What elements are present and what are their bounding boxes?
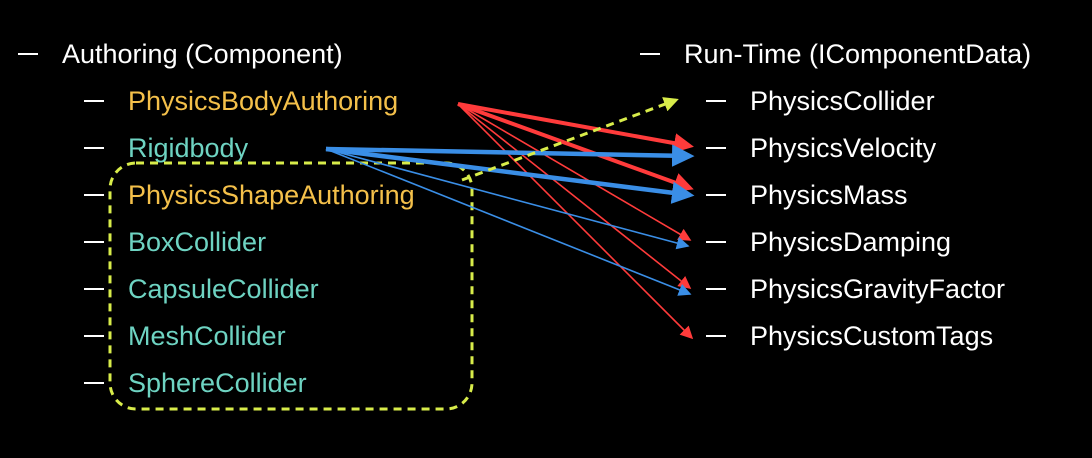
- edge-body-to-velocity: [457, 102, 694, 153]
- item-physics-collider: PhysicsCollider: [706, 81, 1086, 121]
- item-sphere-collider: SphereCollider: [84, 363, 464, 403]
- item-rigidbody: Rigidbody: [84, 128, 464, 168]
- bullet-dash: [706, 335, 726, 337]
- runtime-heading-label: Run-Time (IComponentData): [684, 39, 1032, 69]
- item-physics-body-authoring: PhysicsBodyAuthoring: [84, 81, 464, 121]
- bullet-dash: [18, 53, 38, 55]
- item-label: MeshCollider: [128, 321, 286, 351]
- item-label: CapsuleCollider: [128, 274, 319, 304]
- authoring-heading: Authoring (Component): [18, 34, 398, 74]
- bullet-dash: [84, 241, 104, 243]
- item-box-collider: BoxCollider: [84, 222, 464, 262]
- item-physics-mass: PhysicsMass: [706, 175, 1086, 215]
- item-label: SphereCollider: [128, 368, 307, 398]
- item-capsule-collider: CapsuleCollider: [84, 269, 464, 309]
- bullet-dash: [706, 100, 726, 102]
- edge-body-to-custom-tags: [457, 103, 694, 340]
- edge-body-to-mass: [457, 102, 694, 192]
- item-physics-shape-authoring: PhysicsShapeAuthoring: [84, 175, 464, 215]
- item-physics-gravity-factor: PhysicsGravityFactor: [706, 269, 1086, 309]
- edge-body-to-gravity: [457, 103, 692, 289]
- edge-colliders-to-physics-collider: [461, 97, 679, 182]
- authoring-heading-label: Authoring (Component): [62, 39, 343, 69]
- item-label: PhysicsShapeAuthoring: [128, 180, 415, 210]
- runtime-heading: Run-Time (IComponentData): [640, 34, 1080, 74]
- bullet-dash: [84, 382, 104, 384]
- bullet-dash: [706, 288, 726, 290]
- item-physics-damping: PhysicsDamping: [706, 222, 1086, 262]
- bullet-dash: [84, 100, 104, 102]
- item-physics-custom-tags: PhysicsCustomTags: [706, 316, 1086, 356]
- bullet-dash: [640, 53, 660, 55]
- item-label: PhysicsGravityFactor: [750, 274, 1006, 304]
- bullet-dash: [84, 288, 104, 290]
- bullet-dash: [706, 194, 726, 196]
- item-label: BoxCollider: [128, 227, 267, 257]
- item-mesh-collider: MeshCollider: [84, 316, 464, 356]
- item-label: PhysicsCustomTags: [750, 321, 994, 351]
- item-label: Rigidbody: [128, 133, 249, 163]
- item-label: PhysicsMass: [750, 180, 908, 210]
- item-physics-velocity: PhysicsVelocity: [706, 128, 1086, 168]
- bullet-dash: [84, 335, 104, 337]
- bullet-dash: [706, 241, 726, 243]
- item-label: PhysicsVelocity: [750, 133, 937, 163]
- item-label: PhysicsCollider: [750, 86, 935, 116]
- bullet-dash: [84, 147, 104, 149]
- item-label: PhysicsDamping: [750, 227, 952, 257]
- edge-body-to-damping: [457, 103, 692, 241]
- item-label: PhysicsBodyAuthoring: [128, 86, 399, 116]
- bullet-dash: [84, 194, 104, 196]
- bullet-dash: [706, 147, 726, 149]
